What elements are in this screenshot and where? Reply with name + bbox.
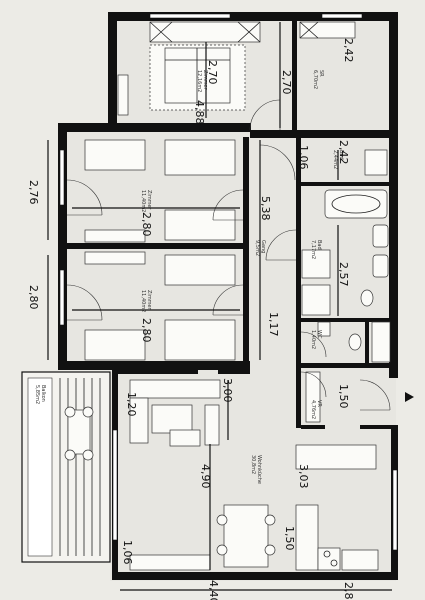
dim-label: 2,70 — [206, 60, 219, 85]
room-name-sr: SR — [318, 70, 324, 77]
windows — [59, 13, 398, 551]
dim-label: 4,90 — [199, 464, 212, 489]
dim-label: 2,42 — [337, 140, 350, 165]
room-name-zimmer-mid: Zimmer — [146, 190, 152, 211]
dim-label: 2,80 — [342, 582, 355, 600]
dim-label: 1,50 — [283, 526, 296, 551]
dim-label: 1,06 — [297, 145, 310, 170]
room-name-wohnkueche: Wohnküche — [256, 455, 262, 484]
room-name-balkon: Balkon — [40, 385, 46, 402]
room-area-zimmer-mid: 11,40m2 — [140, 190, 146, 212]
bedroom-mid-furniture — [66, 139, 244, 243]
dim-label: 4,88 — [193, 100, 206, 125]
dim-label: 1,20 — [125, 392, 138, 417]
room-area-sr: 6,70m2 — [312, 70, 318, 89]
bathroom-fixtures — [300, 149, 391, 363]
room-area-bad2: 7,17m2 — [310, 240, 316, 259]
bedroom-top-furniture — [117, 21, 356, 131]
room-labels: Zimmer 12,16m2 SR 6,70m2 Bad 2,44m2 Zimm… — [34, 70, 344, 484]
room-area-gang: 9,5m2 — [254, 240, 260, 256]
room-name-bad: Bad — [338, 150, 344, 160]
room-name-gang: Gang — [260, 240, 266, 253]
living-furniture — [129, 379, 379, 571]
room-area-wohnkueche: 30,8m2 — [250, 455, 256, 474]
bedroom-low-furniture — [66, 251, 244, 361]
room-name-zimmer-top: Zimmer — [202, 70, 208, 91]
room-area-zimmer-top: 12,16m2 — [196, 70, 202, 92]
entry-area — [300, 371, 414, 423]
dim-label: 1,50 — [337, 384, 350, 409]
room-area-wc: 1,40m2 — [310, 330, 316, 349]
dim-label: 5,38 — [259, 196, 272, 221]
room-area-zimmer-low: 11,40m2 — [140, 290, 146, 312]
room-area-balkon: 5,85m2 — [34, 385, 40, 404]
dim-label: 1,06 — [121, 540, 134, 565]
dim-label: 2,70 — [280, 70, 293, 95]
room-area-bad: 2,44m2 — [332, 150, 338, 169]
dimension-lines — [47, 22, 392, 591]
room-name-vr: VR — [316, 400, 322, 407]
room-name-zimmer-low: Zimmer — [146, 290, 152, 311]
dim-label: 3,03 — [297, 464, 310, 489]
dim-label: 4,40 — [207, 580, 220, 600]
room-area-vr: 4,76m2 — [310, 400, 316, 419]
room-name-bad2: Bad — [316, 240, 322, 250]
dim-label: 1,17 — [267, 312, 280, 337]
dim-label: 2,42 — [342, 38, 355, 63]
dimension-labels: 2,42 2,70 2,70 4,88 2,42 1,06 5,38 2,76 … — [27, 38, 355, 600]
dim-label: 2,76 — [27, 180, 40, 205]
dim-label: 2,80 — [140, 318, 153, 343]
room-name-wc: WC — [316, 330, 322, 339]
dim-label: 2,80 — [27, 285, 40, 310]
dim-label: 2,80 — [140, 212, 153, 237]
dim-label: 2,57 — [337, 262, 350, 287]
balcony — [21, 371, 111, 563]
walls — [58, 12, 398, 580]
dim-label: 3,00 — [221, 378, 234, 403]
